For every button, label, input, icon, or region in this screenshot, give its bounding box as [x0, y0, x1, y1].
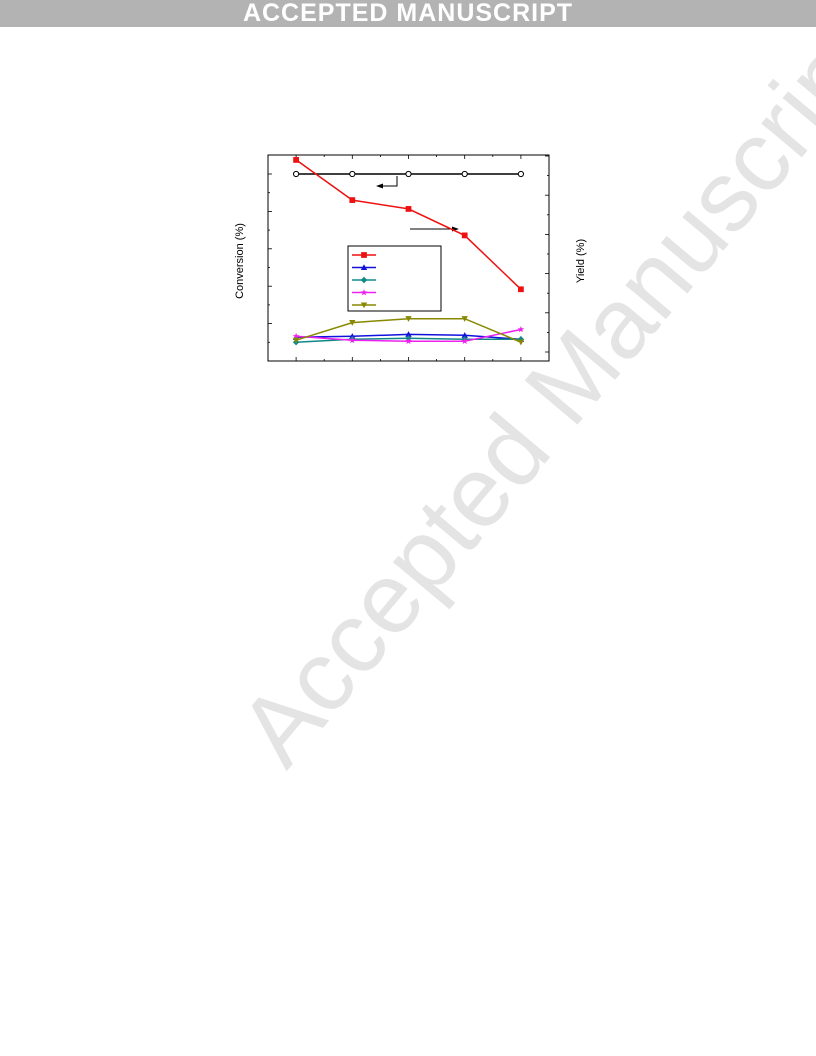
- conversion-axis-arrow: [378, 176, 398, 187]
- legend-marker: [360, 264, 368, 271]
- legend-marker: [360, 276, 368, 284]
- data-point: [461, 316, 468, 322]
- series-group: [292, 157, 525, 346]
- data-point: [461, 232, 468, 239]
- series-5: [292, 325, 525, 345]
- data-point: [517, 339, 525, 346]
- legend-entry: [352, 252, 376, 258]
- legend-marker: [360, 302, 368, 309]
- data-point: [405, 316, 412, 322]
- y-axis-title-left: Conversion (%): [234, 223, 246, 299]
- legend-entry: [352, 288, 376, 296]
- data-point: [292, 337, 300, 344]
- data-point: [349, 333, 356, 339]
- series-1: [293, 170, 525, 178]
- series-2: [293, 157, 524, 293]
- axis-pointer-arrows: [376, 176, 459, 232]
- legend-marker: [361, 252, 367, 258]
- data-point: [349, 197, 356, 203]
- data-point: [348, 336, 356, 344]
- series-6: [292, 316, 525, 346]
- data-point: [461, 170, 468, 178]
- data-point: [461, 332, 468, 338]
- data-point: [405, 337, 412, 345]
- legend-marker: [360, 288, 368, 296]
- accepted-manuscript-banner: ACCEPTED MANUSCRIPT: [0, 0, 816, 27]
- data-point: [405, 206, 412, 212]
- data-point: [461, 337, 469, 345]
- data-point: [292, 332, 300, 340]
- conversion-arrow-head: [376, 183, 383, 189]
- legend-entry: [352, 302, 376, 309]
- y-axis-title-right: Yield (%): [575, 239, 587, 283]
- data-point: [405, 170, 412, 178]
- data-point: [517, 325, 525, 333]
- axis-ticks: [267, 155, 550, 362]
- data-point: [517, 170, 525, 178]
- data-point: [405, 331, 412, 337]
- legend: [347, 245, 442, 312]
- legend-entry: [352, 276, 376, 284]
- data-point: [518, 286, 524, 293]
- data-point: [349, 320, 356, 326]
- data-point: [293, 170, 300, 178]
- data-point: [349, 170, 356, 178]
- legend-entry: [352, 264, 376, 271]
- data-point: [293, 157, 299, 163]
